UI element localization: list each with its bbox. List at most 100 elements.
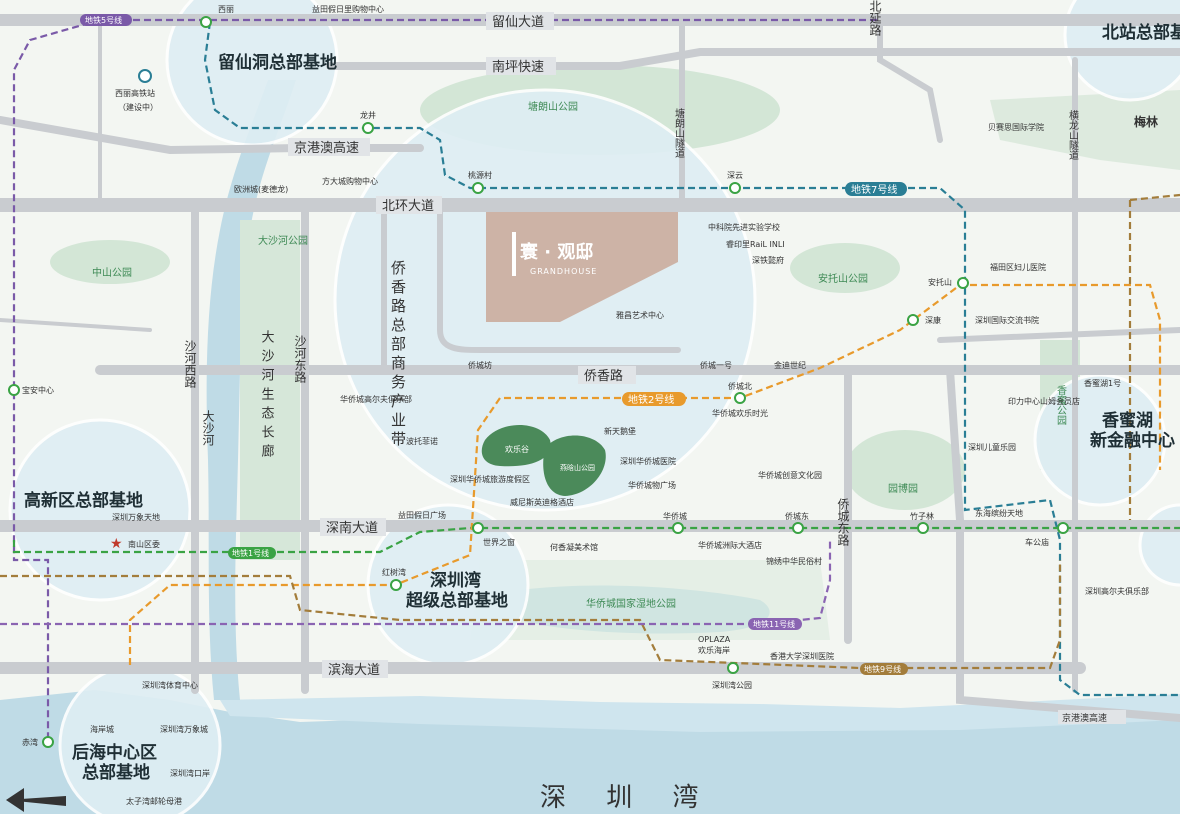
metro-labels: 地铁5号线 地铁7号线 地铁2号线 地铁1号线 地铁11号线 地铁9号线	[80, 14, 908, 675]
park-antuoshan: 安托山公园	[818, 272, 868, 285]
stations: 西丽 龙井 桃源村 深云 安托山 深康 侨城北 宝安中心 世界之窗 华侨城 侨城…	[8, 5, 1069, 748]
poi-qiaoaoliyuan: 深圳华侨城旅游度假区	[450, 474, 530, 484]
poi-xili-hsr-sub: （建设中）	[118, 102, 158, 112]
poi-xintiankubao: 新天鹅堡	[604, 426, 636, 436]
water-bay: 深 圳 湾	[540, 783, 715, 813]
water-dashahe: 大沙河	[201, 410, 215, 446]
eco-corridor	[240, 220, 300, 560]
poi-xili-hsr: 西丽高铁站	[115, 88, 155, 98]
poi-huanlegu: 欢乐谷	[505, 444, 529, 454]
poi-meilin: 梅林	[1134, 114, 1158, 129]
east-green-area	[990, 90, 1180, 170]
zone-gaoxin: 高新区总部基地	[24, 490, 143, 511]
poi-nanshan-gov: 南山区委	[128, 539, 160, 549]
poi-zhongkeyuan: 中科院先进实验学校	[708, 222, 780, 232]
poi-wuyouzhen: 华侨城物广场	[628, 480, 676, 490]
road-shahe-west: 沙河西路	[183, 340, 197, 389]
poi-yinli: 印力中心山姆会员店	[1008, 396, 1080, 406]
vertical-labels: 沙河西路 沙河东路 侨城东路 北延路 横龙山隧道 塘朗山隧道 大沙河 大沙河生态…	[183, 0, 1079, 547]
water-eco: 大沙河生态长廊	[259, 330, 275, 463]
station-shenyun: 深云	[727, 171, 743, 180]
zone-labels: 留仙洞总部基地 北站总部基 高新区总部基地 深圳湾 超级总部基地 后海中心区 总…	[24, 22, 1180, 783]
project-name: 寰 · 观邸	[520, 241, 593, 263]
park-tanglangshan: 塘朗山公园	[528, 100, 578, 113]
poi-intercontinental: 华侨城洲际大酒店	[698, 540, 762, 550]
station-chegongmiao: 车公庙	[1025, 537, 1049, 547]
poi-wetland: 华侨城国家湿地公园	[586, 597, 676, 610]
road-binhai: 滨海大道	[328, 662, 380, 678]
metro-label-line11: 地铁11号线	[753, 619, 795, 629]
zone-shenzhenwan-2: 超级总部基地	[406, 590, 508, 611]
station-qiaochengbei: 侨城北	[728, 381, 752, 391]
huanlegu-park	[481, 425, 551, 467]
zone-houhai: 后海中心区	[72, 742, 157, 763]
metro-line-9	[0, 560, 1062, 670]
park-xiangmi: 香蜜公园	[1055, 385, 1067, 426]
station-shijiezhichuang: 世界之窗	[483, 537, 515, 547]
zone-beizhan: 北站总部基	[1102, 22, 1180, 43]
poi-golf: 华侨城高尔夫俱乐部	[340, 394, 412, 404]
nanshan-gov-star: ★	[110, 536, 123, 552]
station-xili: 西丽	[218, 5, 234, 14]
project-logo-mark	[512, 232, 516, 276]
metro-line-5	[12, 18, 101, 740]
metro-label-line7: 地铁7号线	[851, 183, 897, 196]
poi-shentiefu: 深铁懿府	[752, 255, 784, 265]
road-shahe-east: 沙河东路	[293, 335, 307, 384]
project-site[interactable]	[486, 212, 678, 322]
station-shenkang: 深康	[925, 315, 941, 325]
metro-line-2	[128, 283, 1162, 665]
metro-label-line1: 地铁1号线	[232, 548, 269, 558]
park-zhongshan: 中山公园	[92, 266, 132, 279]
park-dashahe: 大沙河公园	[258, 234, 308, 247]
poi-hku: 香港大学深圳医院	[770, 651, 834, 661]
road-qiaoxiang: 侨香路	[584, 368, 623, 384]
project-name-en: GRANDHOUSE	[530, 267, 597, 276]
poi-huanleshiguang: 华侨城欢乐时光	[712, 408, 768, 418]
zone-liuxiandong: 留仙洞总部基地	[218, 52, 337, 73]
poi-chuangyi: 华侨城创意文化园	[758, 470, 822, 480]
poi-xiangmihu1: 香蜜湖1号	[1084, 378, 1121, 388]
poi-fangdacheng: 方大城购物中心	[322, 176, 378, 186]
poi-oplaza: OPLAZA	[698, 635, 731, 644]
road-jinggangao-top: 京港澳高速	[294, 140, 359, 156]
metro-line-9b	[1128, 193, 1180, 520]
poi-kouan: 深圳湾口岸	[170, 768, 210, 778]
poi-weinisi: 威尼斯英迪格酒店	[510, 497, 574, 507]
poi-ouzhoucheng: 欧洲城(麦德龙)	[234, 184, 288, 194]
station-antuoshan: 安托山	[928, 277, 952, 287]
metro-label-line2: 地铁2号线	[628, 393, 674, 406]
zone-xiangmihu-2: 新金融中心	[1090, 430, 1175, 451]
road-shennan: 深南大道	[326, 520, 378, 536]
road-tanglangshan: 塘朗山隧道	[673, 107, 685, 158]
park-labels: 塘朗山公园 中山公园 大沙河公园 安托山公园 园博园 香蜜公园	[92, 100, 1067, 495]
poi-ertongleyuan: 深圳儿童乐园	[968, 442, 1016, 452]
poi-hospital: 深圳华侨城医院	[620, 456, 676, 466]
poi-baisaisi: 贝赛思国际学院	[988, 122, 1044, 132]
zone-houhai-2: 总部基地	[82, 762, 150, 783]
station-zhuzilin: 竹子林	[910, 511, 934, 521]
station-taoyuancun: 桃源村	[468, 170, 492, 180]
station-hongshuwan: 红树湾	[382, 567, 406, 577]
poi-jinrun: 金迪世纪	[774, 360, 806, 370]
station-baoan: 宝安中心	[22, 385, 54, 395]
yuanboyuan-park-area	[845, 430, 965, 510]
poi-wanxiangcheng: 深圳湾万象城	[160, 724, 208, 734]
poi-wanxiangtiandi: 深圳万象天地	[112, 512, 160, 522]
poi-jinxiu: 锦绣中华民俗村	[766, 556, 822, 566]
zone-xiangmihu: 香蜜湖	[1102, 410, 1153, 431]
road-qiaocheng-east: 侨城东路	[836, 498, 850, 547]
poi-yitian-liuxian: 益田假日里购物中心	[312, 4, 384, 14]
poi-yachang: 雅昌艺术中心	[616, 310, 664, 320]
poi-ruiyinli: 睿印里RaiL INLI	[726, 240, 785, 249]
poi-fukang: 福田区妇儿医院	[990, 262, 1046, 272]
road-jinggangao-bottom: 京港澳高速	[1062, 712, 1107, 724]
station-shenzhenwanpark: 深圳湾公园	[712, 680, 752, 690]
metro-line-1	[12, 526, 1180, 554]
poi-oplaza-sub: 欢乐海岸	[698, 645, 730, 655]
road-henglongshan: 横龙山隧道	[1067, 109, 1079, 160]
pois: 益田假日里购物中心 西丽高铁站 （建设中） 欧洲城(麦德龙) 方大城购物中心 中…	[90, 4, 1158, 806]
poi-gaoerfu2: 深圳高尔夫俱乐部	[1085, 586, 1149, 596]
station-qiaochengdong: 侨城东	[785, 511, 809, 521]
